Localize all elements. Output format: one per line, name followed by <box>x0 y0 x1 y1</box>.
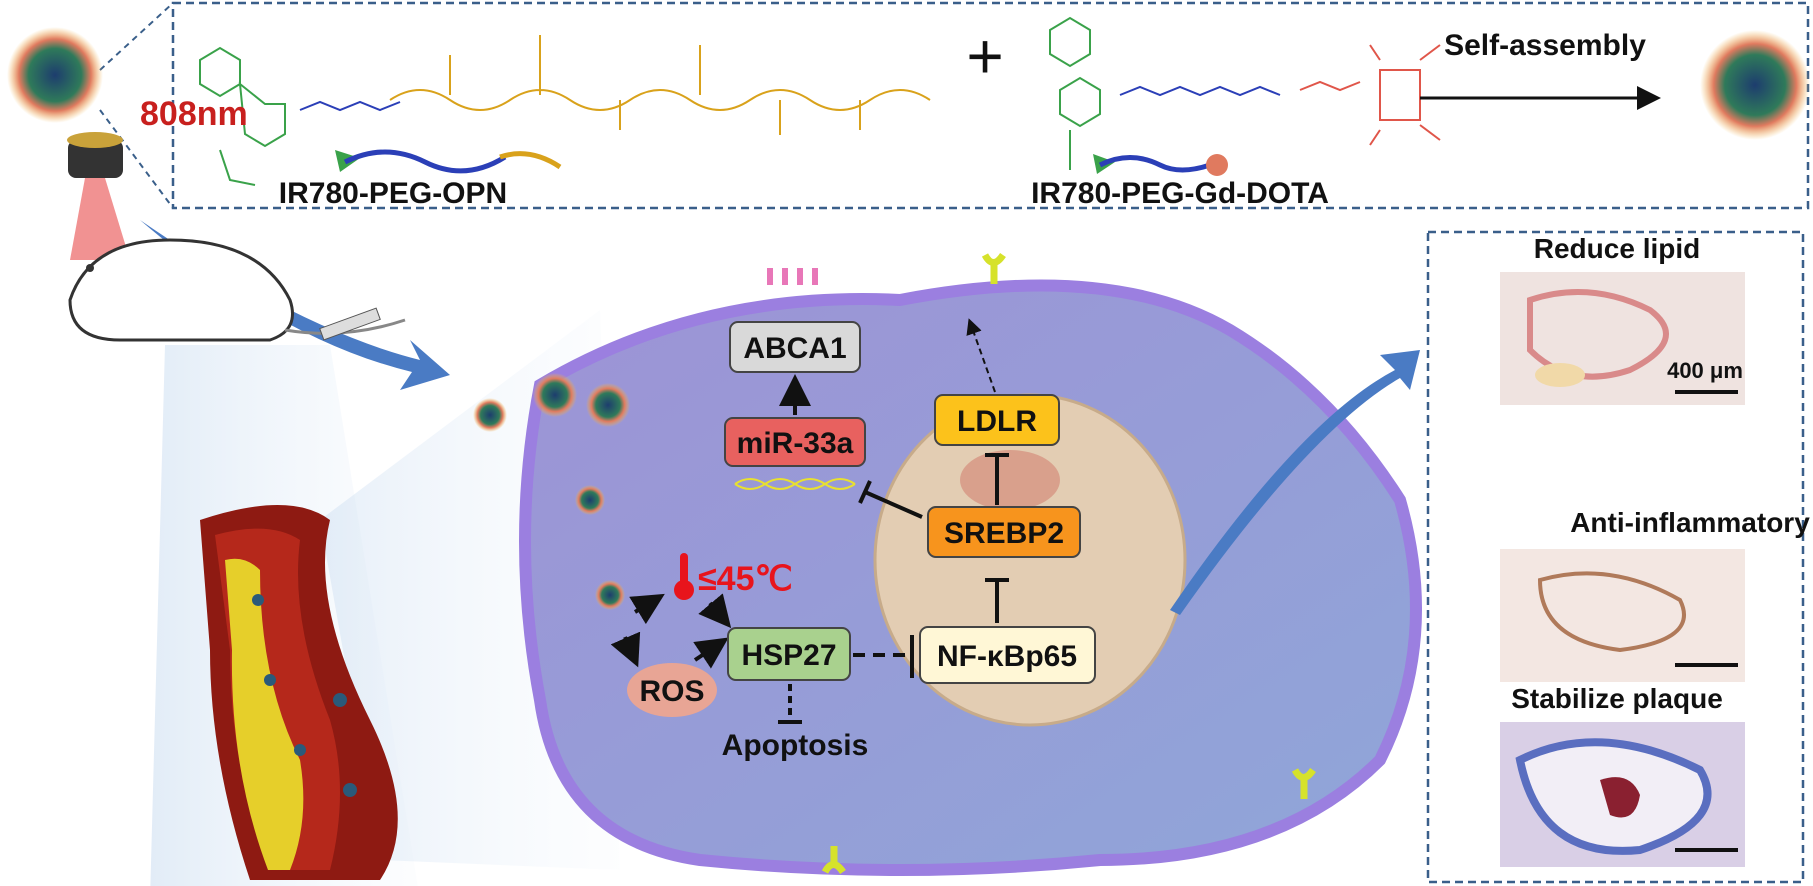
mouse-icon <box>68 238 294 342</box>
nanoparticle-icon <box>7 27 103 123</box>
svg-text:LDLR: LDLR <box>957 405 1037 438</box>
plus-sign: + <box>966 20 1003 92</box>
self-assembly-label: Self-assembly <box>1444 29 1646 62</box>
outcome-arrow <box>1170 350 1420 615</box>
opn-symbol-icon <box>335 149 562 174</box>
ldl-receptor-icon <box>981 252 1006 284</box>
scale-bar-label: 400 μm <box>1667 358 1743 383</box>
syringe-icon <box>319 307 381 341</box>
svg-text:SREBP2: SREBP2 <box>944 517 1064 550</box>
histology-image-ihc <box>1500 549 1745 682</box>
receptor-icon <box>767 268 818 285</box>
injection-arrow <box>140 220 450 390</box>
svg-text:NF-κBp65: NF-κBp65 <box>937 640 1077 673</box>
nanoparticle-icon <box>575 485 605 515</box>
outcome-label-reduce-lipid: Reduce lipid <box>1534 233 1700 264</box>
ldl-receptor-icon-3 <box>821 846 846 875</box>
histology-image-oil-red <box>1500 272 1745 405</box>
mouse-laser-illustration: 808nm <box>67 95 406 342</box>
outcome-label-anti-inflammatory: Anti-inflammatory <box>1570 507 1810 538</box>
molecule2-label: IR780-PEG-Gd-DOTA <box>1031 177 1329 210</box>
nanoparticle-icon <box>586 383 630 427</box>
pathway-arrows <box>610 318 1009 724</box>
svg-text:ROS: ROS <box>639 675 704 708</box>
pathway-node-ldlr: LDLR <box>934 394 1060 446</box>
cell-illustration <box>473 252 1422 876</box>
dna-icon <box>734 478 856 490</box>
pathway-node-nfkb: NF-κBp65 <box>919 626 1096 684</box>
pathway-node-temperature: ≤45℃ <box>674 553 793 600</box>
assembled-nanoparticle-icon <box>1700 30 1810 140</box>
laser-wavelength-label: 808nm <box>140 95 248 133</box>
svg-text:miR-33a: miR-33a <box>737 427 854 460</box>
svg-text:≤45℃: ≤45℃ <box>698 560 793 598</box>
molecule1-label: IR780-PEG-OPN <box>279 177 507 210</box>
nanoparticle-icon <box>595 580 625 610</box>
svg-text:HSP27: HSP27 <box>741 639 836 672</box>
outcome-label-stabilize-plaque: Stabilize plaque <box>1511 683 1723 714</box>
blood-vessel-illustration <box>200 505 398 880</box>
ir780-peg-gd-dota-structure <box>1049 16 1441 170</box>
pathway-node-abca1: ABCA1 <box>729 321 861 373</box>
pathway-node-mir33a: miR-33a <box>724 417 866 490</box>
pathway-node-apoptosis: Apoptosis <box>722 729 869 762</box>
synthesis-panel: IR780-PEG-OPN + IR780-PEG-Gd-DOTA Self-a… <box>7 1 1810 210</box>
ldl-receptor-icon-2 <box>1291 767 1316 799</box>
nanoparticle-icon <box>473 398 507 432</box>
thermometer-icon <box>674 553 694 600</box>
pathway-node-srebp2: SREBP2 <box>927 506 1081 558</box>
pathway-node-ros: ROS <box>627 663 717 717</box>
svg-text:ABCA1: ABCA1 <box>743 332 846 365</box>
pathway-node-hsp27: HSP27 <box>727 627 851 681</box>
nanoparticle-icon <box>533 373 577 417</box>
gd-dota-symbol-icon <box>1093 154 1228 176</box>
ir780-peg-opn-structure <box>199 35 931 186</box>
laser-device-icon <box>68 140 123 178</box>
outcomes-panel: Reduce lipid 400 μm Anti-inflammatory St… <box>1426 230 1810 884</box>
